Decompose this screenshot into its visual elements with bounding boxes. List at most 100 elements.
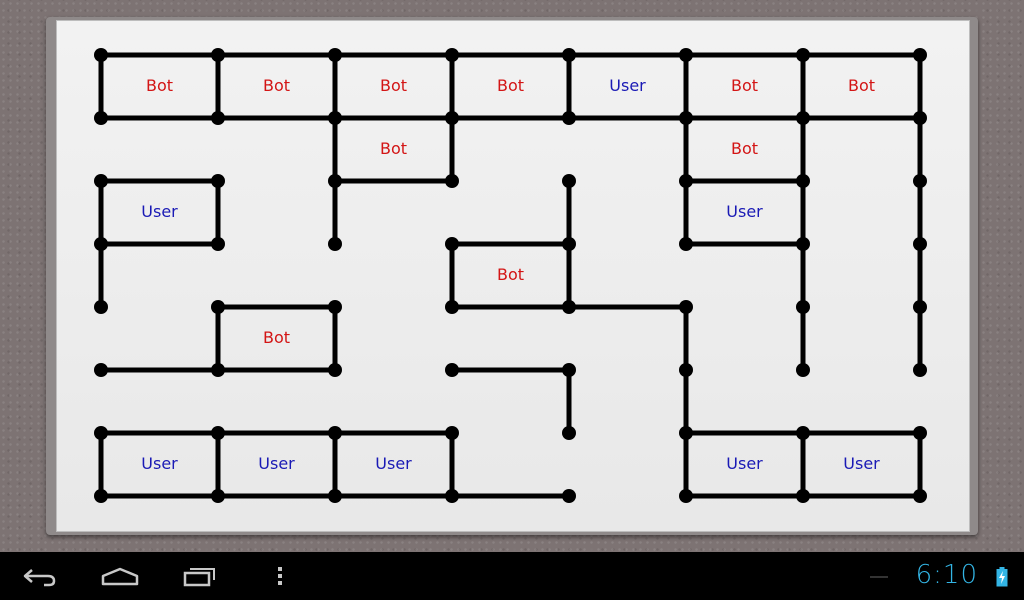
grid-dot[interactable] xyxy=(796,48,810,62)
grid-dot[interactable] xyxy=(445,48,459,62)
grid-dot[interactable] xyxy=(211,111,225,125)
grid-dot[interactable] xyxy=(328,363,342,377)
grid-dot[interactable] xyxy=(94,489,108,503)
box-owner-label: Bot xyxy=(380,139,407,158)
grid-dot[interactable] xyxy=(94,426,108,440)
notification-dash xyxy=(870,576,888,578)
game-board[interactable] xyxy=(56,20,970,532)
grid-dot[interactable] xyxy=(796,111,810,125)
grid-dot[interactable] xyxy=(328,237,342,251)
box-owner-label: User xyxy=(726,202,763,221)
grid-dot[interactable] xyxy=(679,489,693,503)
grid-dot[interactable] xyxy=(328,489,342,503)
grid-dot[interactable] xyxy=(796,489,810,503)
grid-dot[interactable] xyxy=(913,489,927,503)
recent-apps-button[interactable] xyxy=(160,552,240,600)
box-owner-label: Bot xyxy=(731,76,758,95)
grid-dot[interactable] xyxy=(562,489,576,503)
grid-dot[interactable] xyxy=(913,426,927,440)
grid-dot[interactable] xyxy=(562,300,576,314)
grid-dot[interactable] xyxy=(562,363,576,377)
grid-dot[interactable] xyxy=(679,237,693,251)
grid-dot[interactable] xyxy=(679,363,693,377)
grid-dot[interactable] xyxy=(679,111,693,125)
grid-dot[interactable] xyxy=(445,300,459,314)
box-owner-label: Bot xyxy=(146,76,173,95)
grid-dot[interactable] xyxy=(679,426,693,440)
box-owner-label: User xyxy=(843,454,880,473)
grid-dot[interactable] xyxy=(328,48,342,62)
grid-dot[interactable] xyxy=(445,237,459,251)
box-owner-label: User xyxy=(726,454,763,473)
grid-dot[interactable] xyxy=(562,237,576,251)
grid-dot[interactable] xyxy=(94,363,108,377)
grid-dot[interactable] xyxy=(796,237,810,251)
box-owner-label: User xyxy=(141,202,178,221)
grid-dot[interactable] xyxy=(913,48,927,62)
grid-dot[interactable] xyxy=(445,426,459,440)
grid-dot[interactable] xyxy=(211,363,225,377)
box-owner-label: Bot xyxy=(848,76,875,95)
grid-dot[interactable] xyxy=(796,426,810,440)
battery-charging-icon xyxy=(996,567,1008,587)
grid-dot[interactable] xyxy=(562,426,576,440)
grid-dot[interactable] xyxy=(796,174,810,188)
drawn-lines xyxy=(98,52,923,499)
grid-dot[interactable] xyxy=(211,174,225,188)
system-navigation-bar: 6:10 xyxy=(0,552,1024,600)
grid-dot[interactable] xyxy=(679,174,693,188)
box-owner-label: Bot xyxy=(380,76,407,95)
grid-dot[interactable] xyxy=(562,174,576,188)
grid-dot[interactable] xyxy=(796,363,810,377)
clock: 6:10 xyxy=(915,560,978,590)
box-owner-label: Bot xyxy=(263,328,290,347)
grid-dot[interactable] xyxy=(328,174,342,188)
grid-dot[interactable] xyxy=(913,363,927,377)
grid-dot[interactable] xyxy=(94,237,108,251)
back-button[interactable] xyxy=(0,552,80,600)
overflow-menu-button[interactable] xyxy=(240,552,320,600)
grid-dot[interactable] xyxy=(679,300,693,314)
grid-dot[interactable] xyxy=(211,48,225,62)
grid-dot[interactable] xyxy=(562,111,576,125)
grid-dot[interactable] xyxy=(562,48,576,62)
grid-dot[interactable] xyxy=(913,237,927,251)
grid-dot[interactable] xyxy=(913,300,927,314)
box-owner-label: User xyxy=(375,454,412,473)
grid-dot[interactable] xyxy=(328,111,342,125)
grid-dot[interactable] xyxy=(679,48,693,62)
box-owner-label: User xyxy=(609,76,646,95)
grid-dot[interactable] xyxy=(94,48,108,62)
grid-dot[interactable] xyxy=(211,426,225,440)
grid-dot[interactable] xyxy=(94,111,108,125)
grid-dot[interactable] xyxy=(328,300,342,314)
grid-dot[interactable] xyxy=(94,174,108,188)
home-icon xyxy=(101,567,139,586)
box-owner-label: User xyxy=(258,454,295,473)
overflow-menu-icon xyxy=(278,567,282,585)
grid-dot[interactable] xyxy=(796,300,810,314)
grid-dot[interactable] xyxy=(211,237,225,251)
back-arrow-icon xyxy=(23,569,56,587)
grid-dot[interactable] xyxy=(328,426,342,440)
grid-dot[interactable] xyxy=(445,174,459,188)
box-owner-label: Bot xyxy=(263,76,290,95)
grid-dot[interactable] xyxy=(94,300,108,314)
box-owner-label: Bot xyxy=(731,139,758,158)
recent-apps-icon xyxy=(183,568,215,587)
grid-dot[interactable] xyxy=(445,489,459,503)
grid-dot[interactable] xyxy=(211,300,225,314)
grid-dot[interactable] xyxy=(445,111,459,125)
grid-dot[interactable] xyxy=(211,489,225,503)
grid-dot[interactable] xyxy=(913,111,927,125)
grid-dot[interactable] xyxy=(913,174,927,188)
box-owner-label: Bot xyxy=(497,76,524,95)
box-owner-label: User xyxy=(141,454,178,473)
grid-dots xyxy=(94,48,927,503)
box-owner-label: Bot xyxy=(497,265,524,284)
grid-dot[interactable] xyxy=(445,363,459,377)
home-button[interactable] xyxy=(80,552,160,600)
